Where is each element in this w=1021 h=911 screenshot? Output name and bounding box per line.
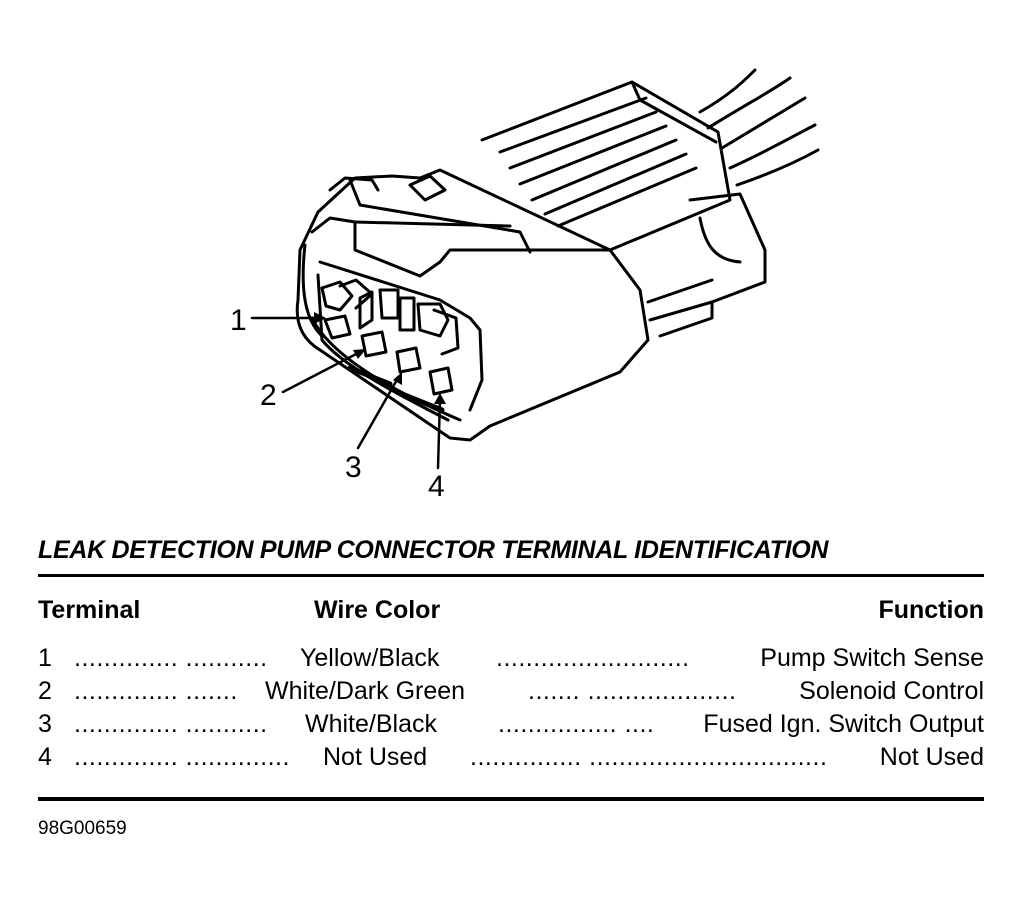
callout-3: 3 [345,451,362,484]
terminal-function: Solenoid Control [799,677,984,705]
table-row: 3 .............. ........... White/Black… [38,710,984,743]
connector-rear-body [480,80,767,338]
callout-4: 4 [428,470,445,503]
wire-color: Not Used [323,743,428,771]
terminal-number: 2 [38,677,52,705]
terminal-cavities [320,278,460,413]
terminal-number: 3 [38,710,52,738]
table-row: 2 .............. ....... White/Dark Gree… [38,677,984,710]
terminal-number: 4 [38,743,52,771]
callout-arrowheads [314,312,446,404]
terminal-number: 1 [38,644,52,672]
wire-color: White/Black [305,710,437,738]
table-row: 4 .............. .............. Not Used… [38,743,984,776]
leader-dots: .......................... [496,644,690,672]
connector-illustration: 1 2 3 4 [230,68,820,503]
leader-3 [356,376,400,450]
title-divider [38,574,984,577]
leader-dots: .............. .............. [74,743,290,771]
leader-dots: ................ .... [498,710,655,738]
leader-dots: .............. ........... [74,644,268,672]
header-terminal: Terminal [38,596,141,624]
terminal-function: Pump Switch Sense [760,644,984,672]
callout-leaders [250,316,442,470]
leader-dots: ............... ........................… [470,743,828,771]
header-function: Function [878,596,984,624]
leader-dots: .............. ........... [74,710,268,738]
leader-dots: ....... .................... [528,677,737,705]
header-wire-color: Wire Color [314,596,441,624]
callout-2: 2 [260,379,277,412]
terminal-function: Fused Ign. Switch Output [703,710,984,738]
wire-bundle [698,68,820,187]
wire-color: White/Dark Green [265,677,466,705]
callout-1: 1 [230,304,247,337]
terminal-function: Not Used [879,743,984,771]
table-row: 1 .............. ........... Yellow/Blac… [38,644,984,677]
table-title: LEAK DETECTION PUMP CONNECTOR TERMINAL I… [38,536,829,564]
figure-code: 98G00659 [38,818,127,839]
leader-2 [281,350,362,394]
leader-dots: .............. ....... [74,677,238,705]
table-bottom-divider [38,797,984,801]
wire-color: Yellow/Black [300,644,440,672]
leader-4 [436,396,442,470]
